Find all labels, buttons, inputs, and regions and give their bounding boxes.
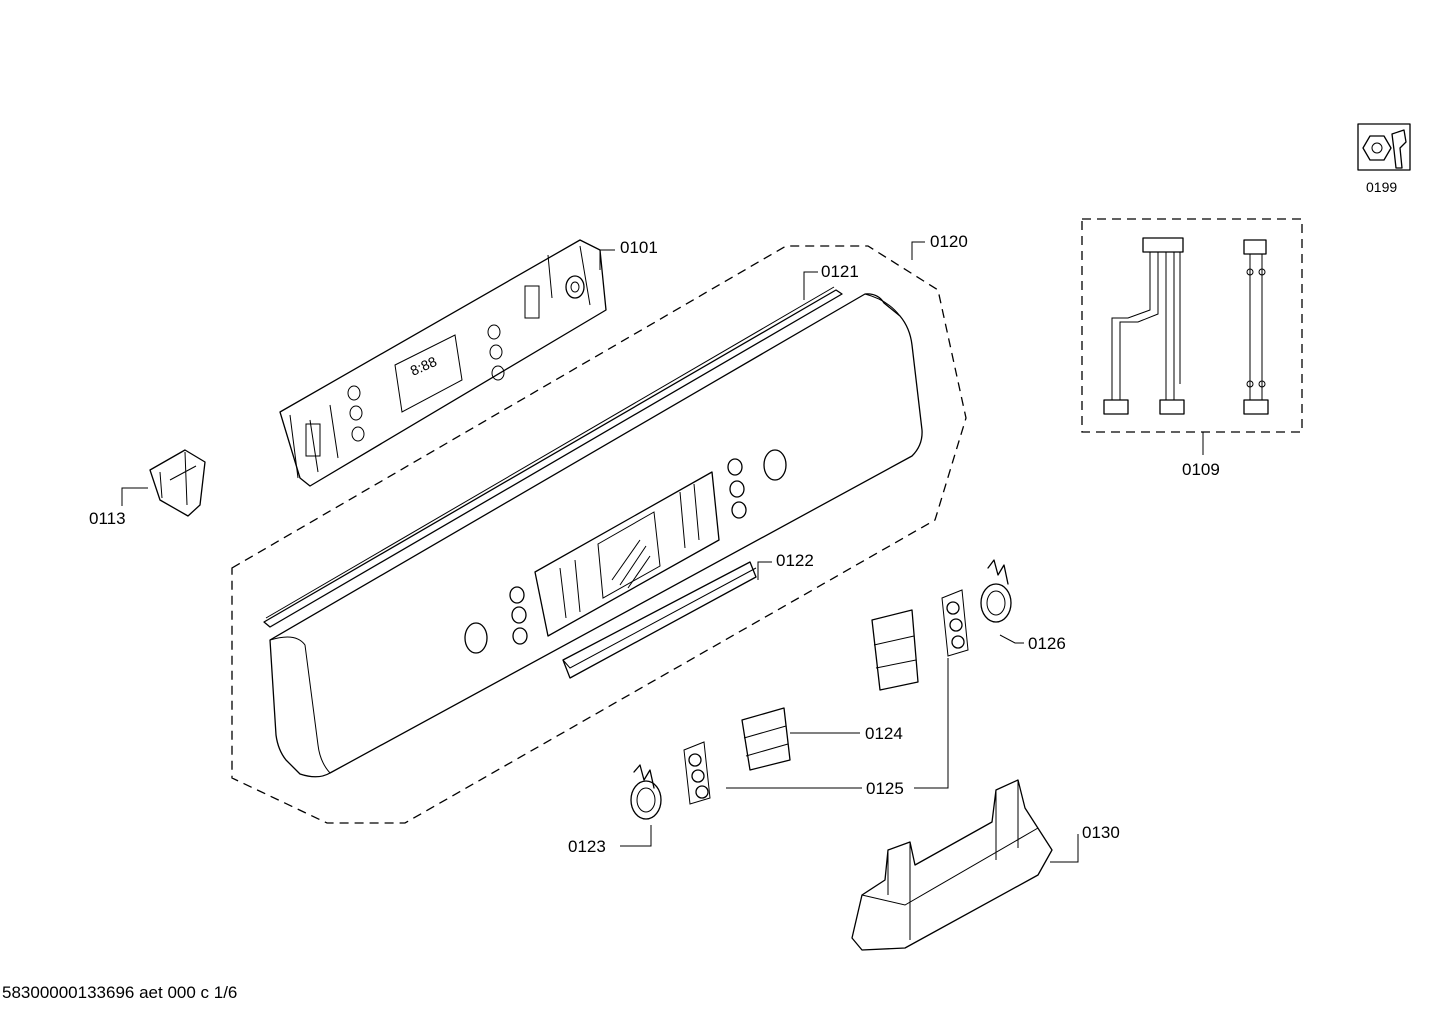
label-0120: 0120 [930, 232, 968, 251]
part-0123-knob [630, 764, 662, 820]
label-0124: 0124 [865, 724, 903, 743]
part-0113-clip [149, 449, 206, 517]
part-labels: 0101 0120 0121 0122 0113 0109 0126 0124 … [89, 179, 1397, 856]
label-0113: 0113 [89, 509, 126, 528]
part-0122-bar [562, 561, 757, 679]
label-0121: 0121 [821, 262, 859, 281]
part-0126-knob [980, 559, 1012, 623]
label-0199: 0199 [1366, 179, 1397, 195]
part-0101-control-board: 8:88 [279, 239, 607, 487]
document-id: 58300000133696 aet 000 c 1/6 [2, 983, 237, 1002]
label-0126: 0126 [1028, 634, 1066, 653]
part-0199-service-kit-icon [1357, 123, 1411, 171]
label-0122: 0122 [776, 551, 814, 570]
label-0101: 0101 [620, 238, 658, 257]
leader-lines [121, 241, 1204, 863]
assembly-0120-outline [231, 245, 967, 824]
part-0121-trim-strip [263, 286, 843, 628]
part-0130-bracket [851, 779, 1053, 951]
part-fascia-panel [269, 293, 923, 778]
label-0130: 0130 [1082, 823, 1120, 842]
part-0125-knob-clusters [683, 589, 969, 805]
label-0109: 0109 [1182, 460, 1220, 479]
part-0109-cable-set [1081, 218, 1303, 433]
label-0123: 0123 [568, 837, 606, 856]
label-0125: 0125 [866, 779, 904, 798]
part-0124-button-blocks [741, 609, 919, 771]
